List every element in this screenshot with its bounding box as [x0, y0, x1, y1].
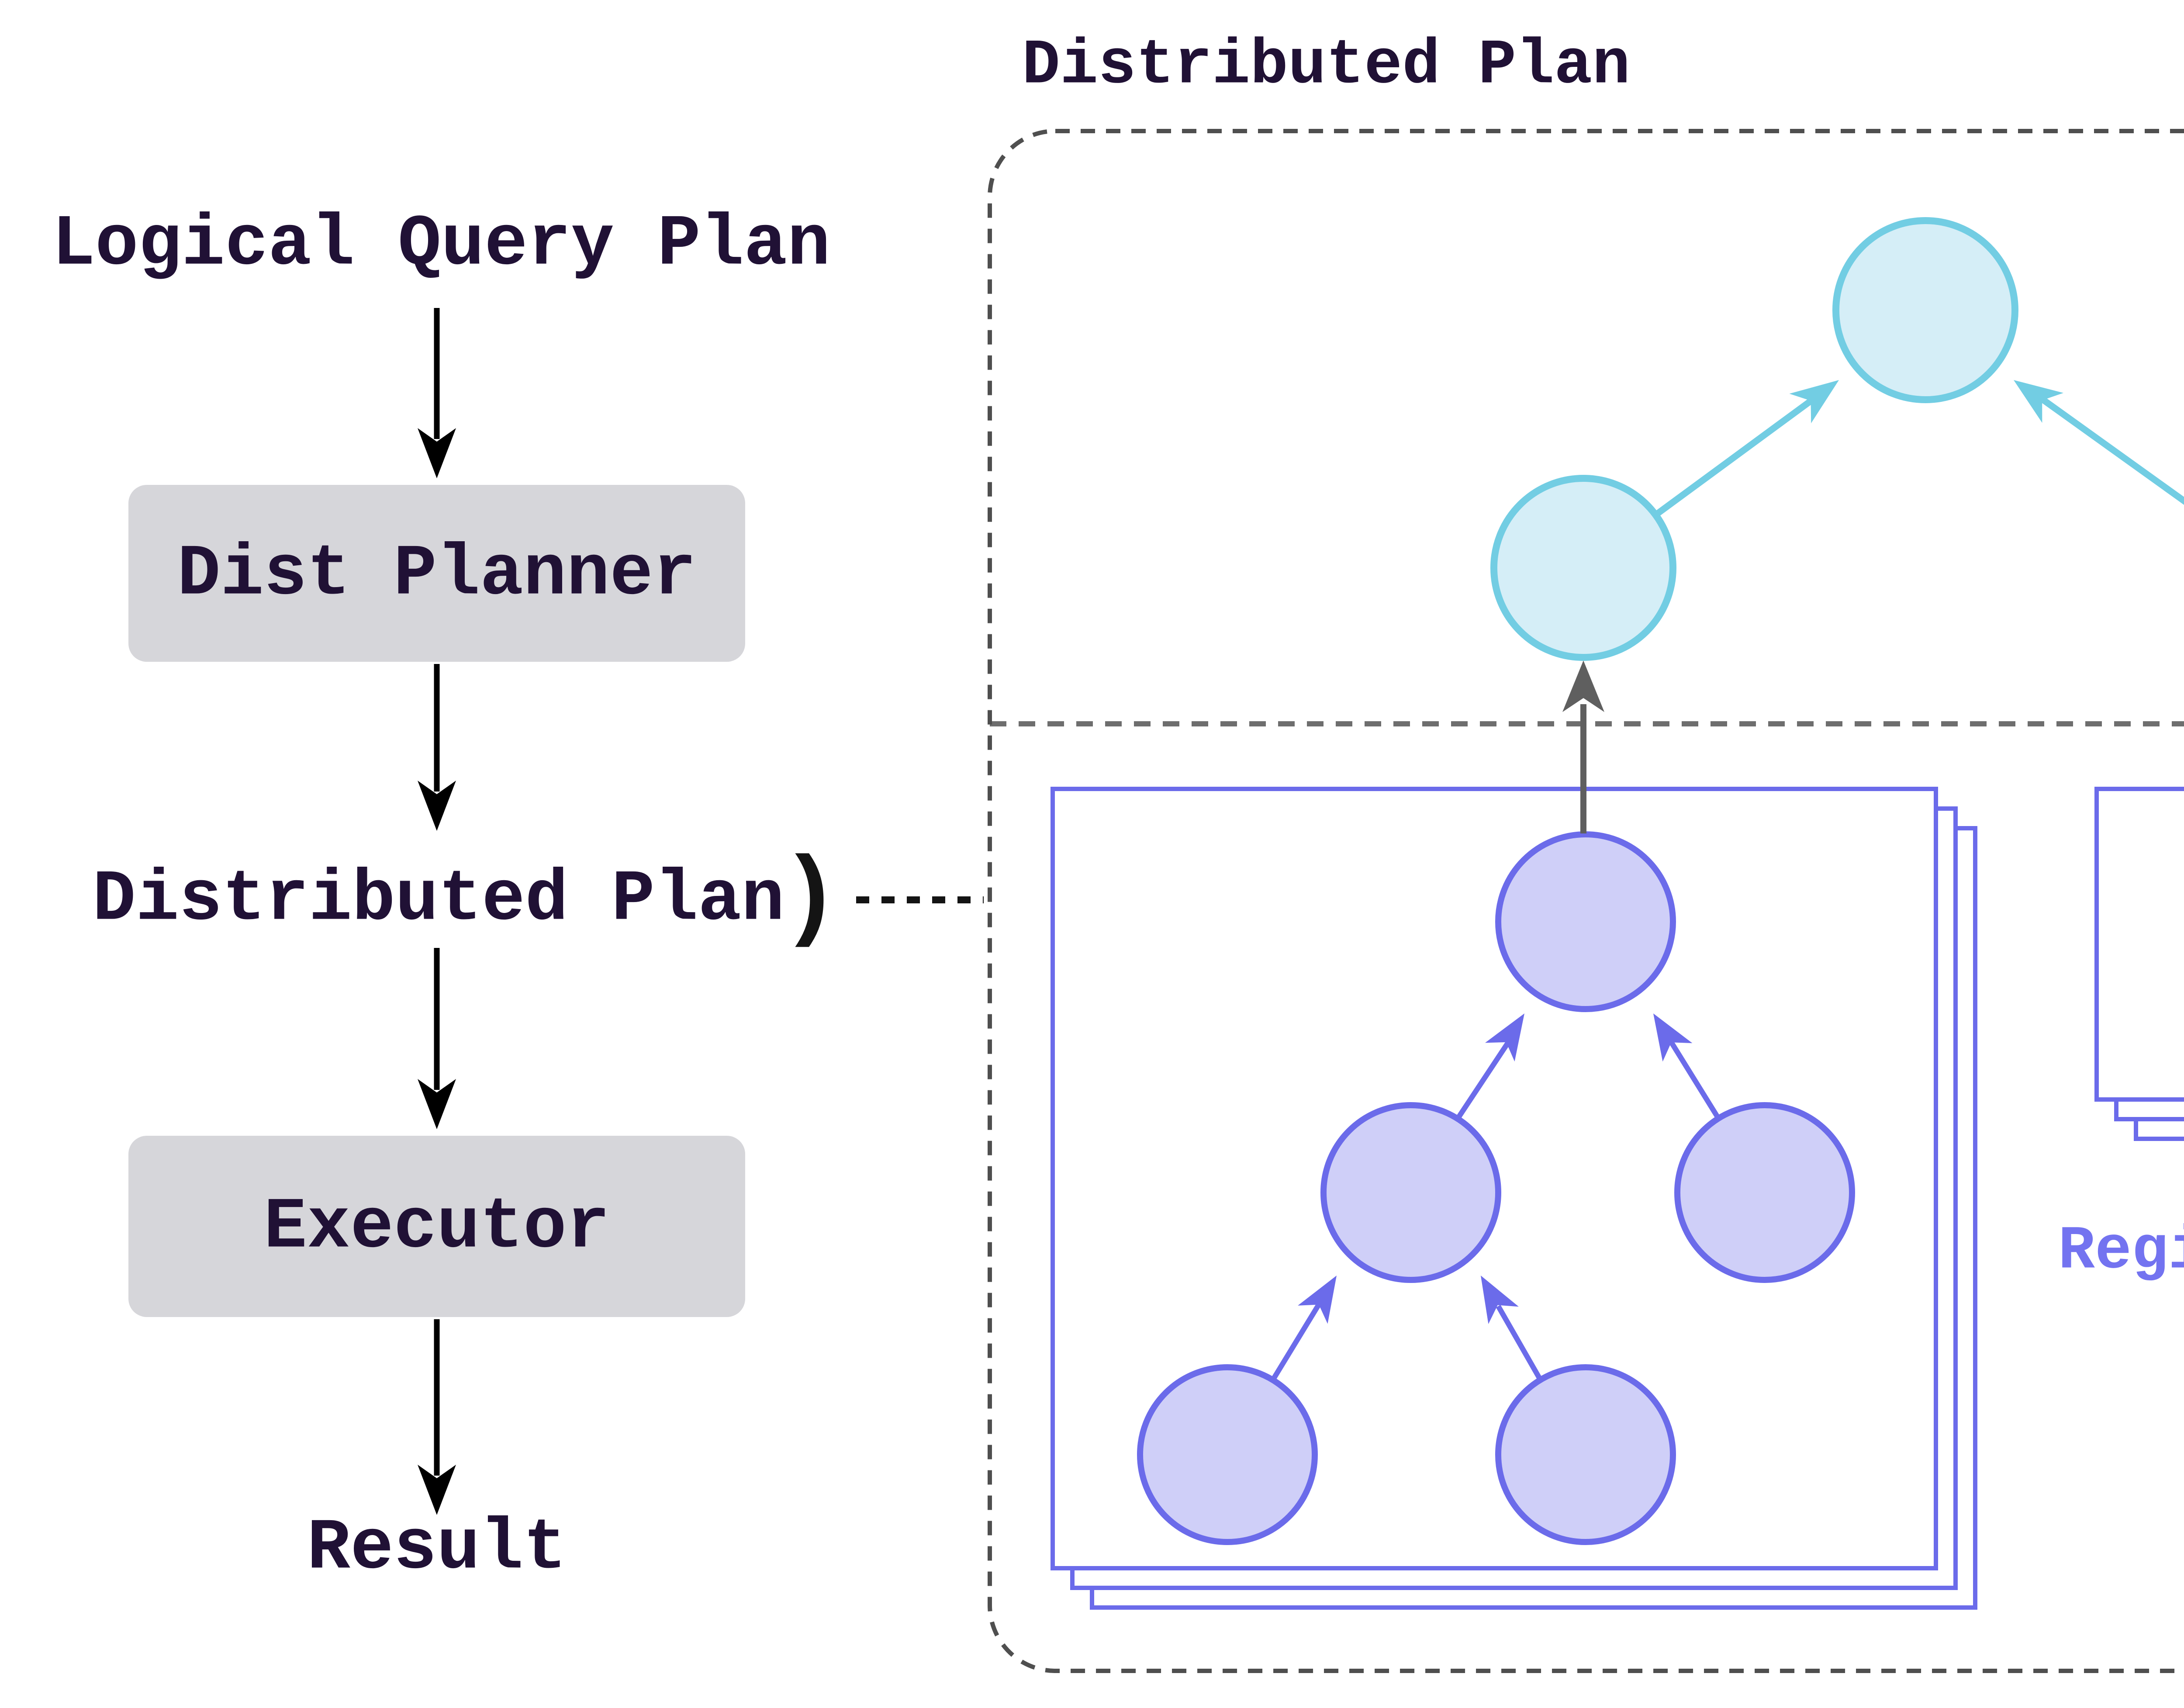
region-edge-leafleft-to-mid: [1270, 1276, 1337, 1382]
frontend-left-node: [1490, 475, 1676, 661]
executor-label: Executor: [264, 1187, 610, 1269]
dist-planner-box: [128, 485, 745, 662]
distributed-plan-container: Distributed Plan Frontend Stage Datanode…: [988, 30, 2184, 1673]
left-region-stack: [1051, 787, 1977, 1610]
frontend-edge-right-to-root: [2014, 380, 2184, 505]
executor-box: [128, 1136, 745, 1317]
region-root-node: [1495, 831, 1676, 1012]
distributed-plan-container-title: Distributed Plan: [1022, 30, 1630, 102]
region-plan-tree: [1137, 831, 1855, 1545]
region-mid-left-node: [1320, 1102, 1501, 1283]
region-leaf-right-node: [1495, 1364, 1676, 1545]
flow-arrow-4: [418, 1319, 456, 1515]
logical-query-plan-label: Logical Query Plan: [52, 204, 830, 286]
right-region-stack: [2094, 787, 2184, 1141]
region-edge-midright-to-root: [1653, 1013, 1721, 1120]
frontend-edge-left-to-root: [1653, 380, 1839, 518]
region-edge-midleft-to-root: [1455, 1013, 1524, 1120]
distributed-plan-brace: ): [780, 843, 840, 957]
result-label: Result: [307, 1508, 567, 1590]
gray-arrow-left-region-to-frontend: [1562, 660, 1604, 833]
flow-arrow-1: [418, 308, 456, 478]
flow-arrow-3: [418, 948, 456, 1129]
flow-arrow-2: [418, 664, 456, 831]
frontend-tree: [1490, 217, 2184, 661]
region-mid-right-node: [1674, 1102, 1855, 1283]
flow-chart: Logical Query Plan Dist Planner Distribu…: [52, 204, 984, 1590]
distributed-plan-dashed-border: [988, 129, 2184, 1673]
frontend-root-node: [1832, 217, 2018, 403]
region-leaf-left-node: [1137, 1364, 1318, 1545]
region-edge-leafright-to-mid: [1481, 1276, 1542, 1380]
regions-label: Regions: [2058, 1217, 2184, 1286]
dist-planner-label: Dist Planner: [177, 534, 696, 615]
region-box-front: [2094, 787, 2184, 1102]
distributed-plan-flow-label: Distributed Plan: [93, 859, 784, 941]
